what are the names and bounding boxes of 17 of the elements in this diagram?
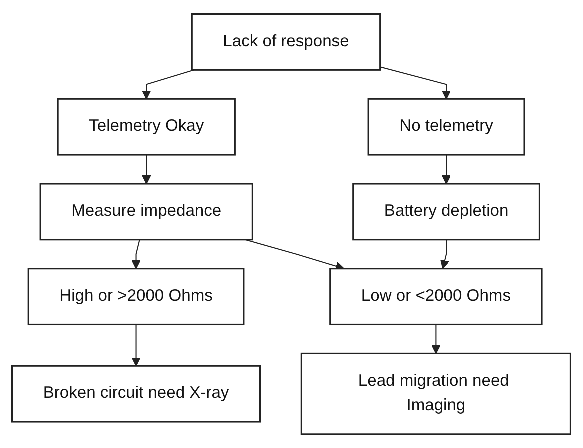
node-box: Low or <2000 Ohms [330, 268, 543, 326]
arrow [142, 69, 194, 100]
node-box: Measure impedance [40, 182, 254, 240]
node-box: Lack of response [191, 13, 382, 71]
arrow [432, 324, 441, 354]
arrow [442, 154, 452, 184]
arrow [380, 66, 452, 100]
arrow [440, 240, 450, 269]
node-box: Telemetry Okay [57, 98, 236, 156]
node-box: No telemetry [368, 98, 526, 156]
node-box: Broken circuit need X-ray [12, 365, 262, 422]
node-box: High or >2000 Ohms [28, 268, 245, 326]
node-box: Battery depletion [352, 182, 540, 240]
node-box: Lead migration need Imaging [300, 352, 572, 435]
arrow [132, 239, 141, 269]
arrow [142, 154, 152, 184]
arrow [132, 324, 141, 366]
